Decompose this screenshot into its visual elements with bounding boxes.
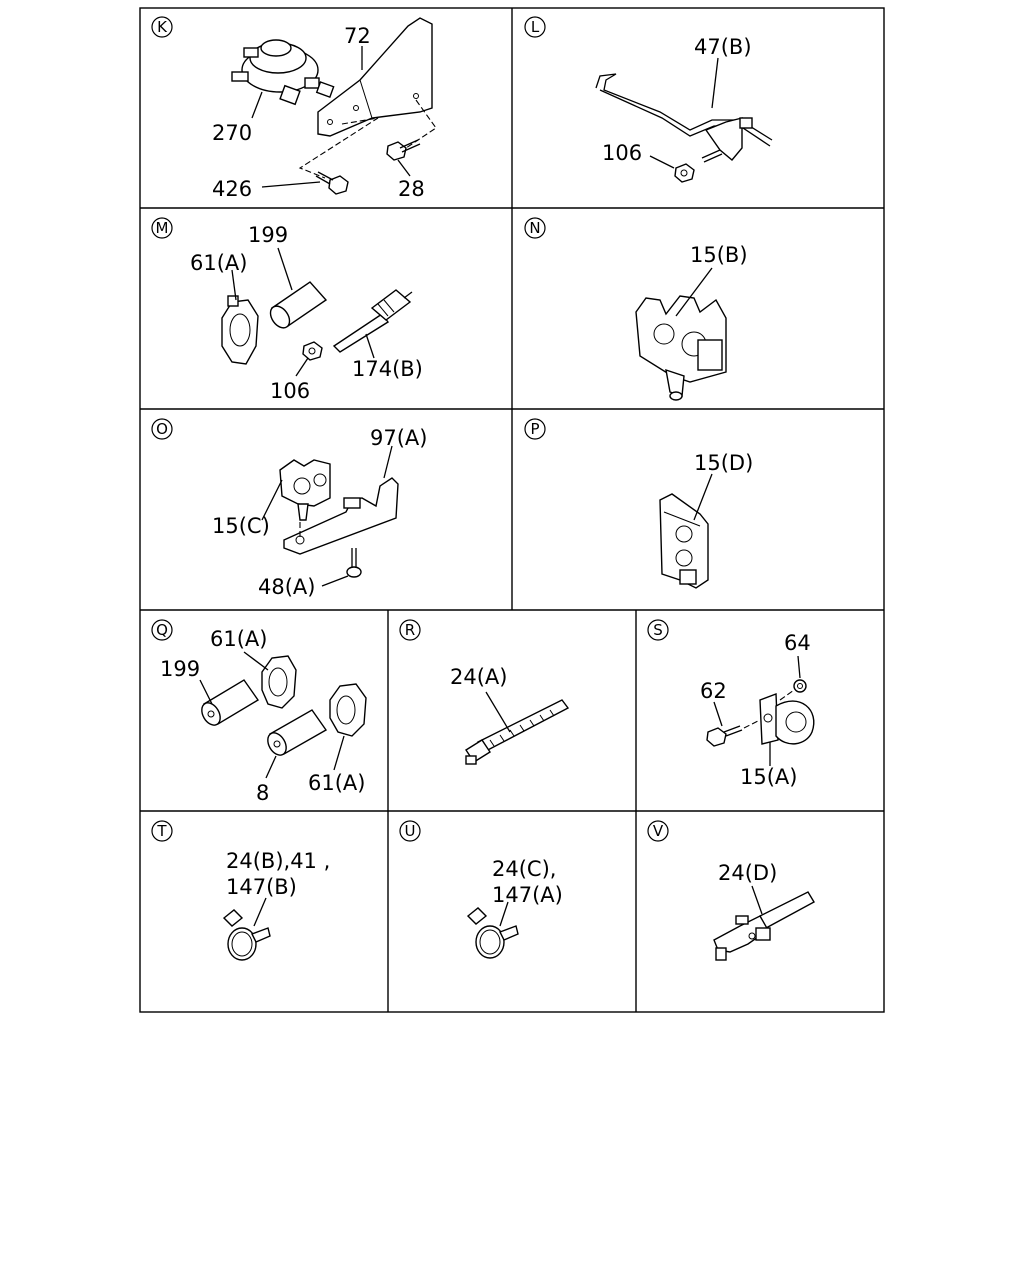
label-62: 62 bbox=[700, 679, 727, 703]
clip-24d-part bbox=[713, 891, 815, 961]
label-106: 106 bbox=[602, 141, 642, 165]
bolt-48a-part bbox=[346, 548, 362, 578]
panel-u: U 24(C), 147(A) bbox=[399, 820, 563, 959]
bolt-28-part bbox=[386, 139, 421, 161]
panel-badge-circle bbox=[524, 217, 546, 239]
panel-r: R 24(A) bbox=[399, 619, 570, 765]
label-15b: 15(B) bbox=[690, 243, 748, 267]
label-line1: 24(B),41 , bbox=[226, 849, 330, 873]
label-line2: 147(B) bbox=[226, 875, 297, 899]
label-426: 426 bbox=[212, 177, 252, 201]
panel-badge-circle bbox=[151, 217, 173, 239]
panel-badge: U bbox=[405, 822, 416, 840]
bolt-62-part bbox=[706, 725, 743, 747]
panel-n: N 15(B) bbox=[524, 217, 748, 401]
grid-frame bbox=[139, 7, 885, 1013]
panel-badge-circle bbox=[399, 820, 421, 842]
nut-106-part bbox=[302, 341, 323, 361]
label-64: 64 bbox=[784, 631, 811, 655]
label-48a: 48(A) bbox=[258, 575, 315, 599]
label-174b: 174(B) bbox=[352, 357, 423, 381]
panel-badge: N bbox=[529, 219, 540, 237]
label-61a-bottom: 61(A) bbox=[308, 771, 365, 795]
label-199: 199 bbox=[248, 223, 288, 247]
panel-badge-circle bbox=[151, 619, 173, 641]
tube-199-part bbox=[269, 281, 328, 329]
clip-15a-part bbox=[759, 693, 815, 745]
panel-badge-circle bbox=[399, 619, 421, 641]
vacuum-valve-part bbox=[231, 39, 320, 93]
bracket-97a-part bbox=[283, 477, 399, 555]
panel-p: P 15(D) bbox=[524, 418, 753, 589]
washer-64-part bbox=[793, 679, 807, 693]
label-72: 72 bbox=[344, 24, 371, 48]
bracket-part bbox=[317, 17, 433, 137]
panel-badge: V bbox=[653, 822, 664, 840]
panel-t: T 24(B),41 , 147(B) bbox=[151, 820, 330, 961]
panel-badge-circle bbox=[151, 820, 173, 842]
panel-o: O 97(A) 15(C) 48(A) bbox=[151, 418, 427, 599]
panel-badge: S bbox=[653, 621, 663, 639]
label-line1: 24(C), bbox=[492, 857, 556, 881]
clip-15b-part bbox=[635, 295, 727, 401]
panel-v: V 24(D) bbox=[647, 820, 815, 961]
panel-badge-circle bbox=[151, 16, 173, 38]
tube-8-part bbox=[267, 709, 328, 756]
panel-l: L 47(B) 106 bbox=[524, 16, 773, 183]
label-15d: 15(D) bbox=[694, 451, 753, 475]
panel-badge-circle bbox=[647, 820, 669, 842]
clip-61a-part bbox=[221, 295, 259, 365]
panel-s: S 64 62 15(A) bbox=[647, 619, 815, 789]
label-199: 199 bbox=[160, 657, 200, 681]
panel-q: Q 61(A) 199 8 61(A) bbox=[151, 619, 367, 805]
panel-badge-circle bbox=[151, 418, 173, 440]
clip-15c-part bbox=[279, 459, 331, 521]
panel-k: K bbox=[151, 16, 437, 201]
hose-clamp-part bbox=[466, 907, 519, 959]
panel-badge: T bbox=[156, 822, 167, 840]
nut-106-part bbox=[674, 149, 723, 183]
label-15c: 15(C) bbox=[212, 514, 270, 538]
clip-15d-part bbox=[659, 493, 709, 589]
panel-badge: R bbox=[405, 621, 415, 639]
label-61a: 61(A) bbox=[190, 251, 247, 275]
label-28: 28 bbox=[398, 177, 425, 201]
cable-tie-part bbox=[465, 699, 570, 765]
panel-badge-circle bbox=[524, 418, 546, 440]
panel-badge: Q bbox=[156, 621, 168, 639]
label-line2: 147(A) bbox=[492, 883, 563, 907]
panel-badge: L bbox=[531, 18, 540, 36]
label-97a: 97(A) bbox=[370, 426, 427, 450]
label-61a-top: 61(A) bbox=[210, 627, 267, 651]
hose-pieces-part bbox=[279, 81, 335, 106]
panel-badge: K bbox=[157, 18, 168, 36]
clip-61a-top-part bbox=[261, 655, 297, 709]
label-24a: 24(A) bbox=[450, 665, 507, 689]
panel-badge-circle bbox=[524, 16, 546, 38]
label-24d: 24(D) bbox=[718, 861, 777, 885]
hose-clamp-part bbox=[222, 909, 271, 961]
bolt-174b-part bbox=[332, 289, 413, 353]
panel-badge: O bbox=[156, 420, 168, 438]
panel-badge: P bbox=[530, 420, 539, 438]
panel-badge: M bbox=[156, 219, 169, 237]
label-270: 270 bbox=[212, 121, 252, 145]
label-47b: 47(B) bbox=[694, 35, 752, 59]
panel-m: M 199 61(A) 106 174(B) bbox=[151, 217, 423, 403]
panel-badge-circle bbox=[647, 619, 669, 641]
bolt-426-part bbox=[315, 171, 349, 195]
label-106: 106 bbox=[270, 379, 310, 403]
clip-61a-bottom-part bbox=[329, 683, 367, 737]
label-15a: 15(A) bbox=[740, 765, 797, 789]
tube-199-part bbox=[201, 679, 260, 726]
label-8: 8 bbox=[256, 781, 269, 805]
